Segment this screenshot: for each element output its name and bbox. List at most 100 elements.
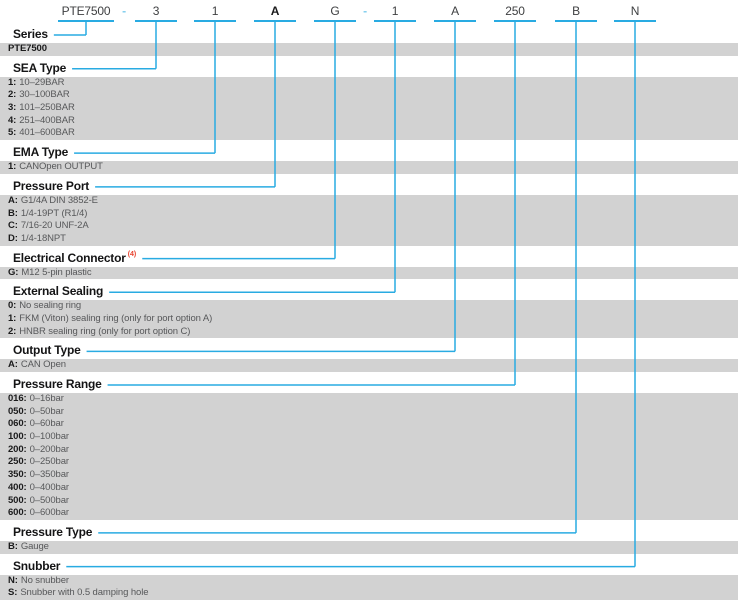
option-description: 30–100BAR <box>19 89 70 101</box>
option-row: 600:0–600bar <box>0 507 738 520</box>
option-code: 250: <box>8 456 27 468</box>
section-header-electrical-connector: Electrical Connector(4) <box>0 246 738 267</box>
option-description: No snubber <box>20 574 69 586</box>
option-code: 5: <box>8 127 17 139</box>
option-row: 100:0–100bar <box>0 431 738 444</box>
section-title: Electrical Connector <box>13 250 126 265</box>
section-title: External Sealing <box>13 284 104 299</box>
option-description: CANOpen OUTPUT <box>19 161 103 173</box>
option-description: 10–29BAR <box>19 76 65 88</box>
section-header-sea-type: SEA Type <box>0 56 738 77</box>
section-header-series: Series <box>0 22 738 43</box>
section-header-snubber: Snubber <box>0 554 738 575</box>
option-description: 0–60bar <box>29 418 64 430</box>
option-code: PTE7500 <box>8 43 47 54</box>
option-code: A: <box>8 194 18 206</box>
option-row: 4:251–400BAR <box>0 115 738 128</box>
option-row: B:1/4-19PT (R1/4) <box>0 208 738 221</box>
option-code: 500: <box>8 494 27 506</box>
option-code: C: <box>8 220 18 232</box>
section-title: Series <box>13 27 48 41</box>
option-description: 0–250bar <box>29 456 69 468</box>
option-description: 0–350bar <box>29 469 69 481</box>
option-row: 200:0–200bar <box>0 444 738 457</box>
option-code: 600: <box>8 507 27 519</box>
option-description: 0–500bar <box>29 494 69 506</box>
option-row: 3:101–250BAR <box>0 102 738 115</box>
code-segment-sea-type: 3 <box>152 4 160 18</box>
option-row: 5:401–600BAR <box>0 127 738 140</box>
option-code: 016: <box>8 393 27 404</box>
code-segment-series: PTE7500 <box>61 4 111 18</box>
option-band-pressure-port: A:G1/4A DIN 3852-E B:1/4-19PT (R1/4)C:7/1… <box>0 194 738 246</box>
option-row: 1:10–29BAR <box>0 77 738 90</box>
option-code: 4: <box>8 114 17 126</box>
option-code: D: <box>8 232 18 244</box>
option-description: CAN Open <box>20 359 66 371</box>
option-code: 100: <box>8 431 27 443</box>
option-band-pressure-type: B:Gauge <box>0 540 738 554</box>
option-code: 050: <box>8 405 27 417</box>
option-description: M12 5-pin plastic <box>21 266 92 278</box>
option-description: Snubber with 0.5 damping hole <box>20 587 149 599</box>
option-code: B: <box>8 540 18 552</box>
section-title-footnote: (4) <box>127 250 137 258</box>
option-band-output-type: A:CAN Open <box>0 359 738 372</box>
option-description: 401–600BAR <box>19 127 75 139</box>
option-description: Gauge <box>20 540 49 552</box>
section-header-pressure-type: Pressure Type <box>0 520 738 541</box>
option-description: No sealing ring <box>19 300 82 312</box>
section-header-pressure-port: Pressure Port <box>0 174 738 195</box>
section-title: Output Type <box>13 343 81 358</box>
option-row: 400:0–400bar <box>0 482 738 495</box>
option-row: 350:0–350bar <box>0 469 738 482</box>
code-segment-pressure-type: B <box>572 4 580 18</box>
option-band-electrical-connector: G:M12 5-pin plastic <box>0 266 738 280</box>
option-description: 101–250BAR <box>19 102 75 114</box>
option-row: N:No snubber <box>0 575 738 588</box>
option-code: N: <box>8 574 18 586</box>
option-row: PTE7500 <box>0 43 738 56</box>
option-row: C:7/16-20 UNF-2A <box>0 220 738 233</box>
option-code: 200: <box>8 443 27 455</box>
section-header-output-type: Output Type <box>0 338 738 359</box>
option-description: 0–50bar <box>29 405 64 417</box>
code-segment-pressure-port: A <box>270 4 280 18</box>
option-description: 0–100bar <box>29 431 69 443</box>
option-row: S:Snubber with 0.5 damping hole <box>0 587 738 600</box>
option-code: S: <box>8 587 18 599</box>
section-title: Pressure Range <box>13 377 102 391</box>
code-segment-output-type: A <box>451 4 459 18</box>
option-description: G1/4A DIN 3852-E <box>20 194 98 206</box>
option-row: 2:HNBR sealing ring (only for port optio… <box>0 326 738 339</box>
option-row: 016:0–16bar <box>0 393 738 406</box>
code-segment-external-sealing: 1 <box>391 4 399 18</box>
option-band-series: PTE7500 <box>0 43 738 56</box>
option-description: FKM (Viton) sealing ring (only for port … <box>19 312 213 324</box>
option-description: 0–600bar <box>29 507 69 519</box>
option-code: G: <box>8 266 19 278</box>
option-code: 2: <box>8 325 17 337</box>
option-code: 2: <box>8 89 17 101</box>
option-row: 250:0–250bar <box>0 456 738 469</box>
section-title: EMA Type <box>13 145 69 160</box>
option-description: 1/4-18NPT <box>20 232 66 244</box>
option-row: 2:30–100BAR <box>0 89 738 102</box>
code-segment-pressure-range: 250 <box>505 4 525 18</box>
option-description: 0–400bar <box>29 481 69 493</box>
section-title: SEA Type <box>13 60 67 75</box>
option-row: 060:0–60bar <box>0 418 738 431</box>
code-segment-snubber: N <box>630 4 640 18</box>
